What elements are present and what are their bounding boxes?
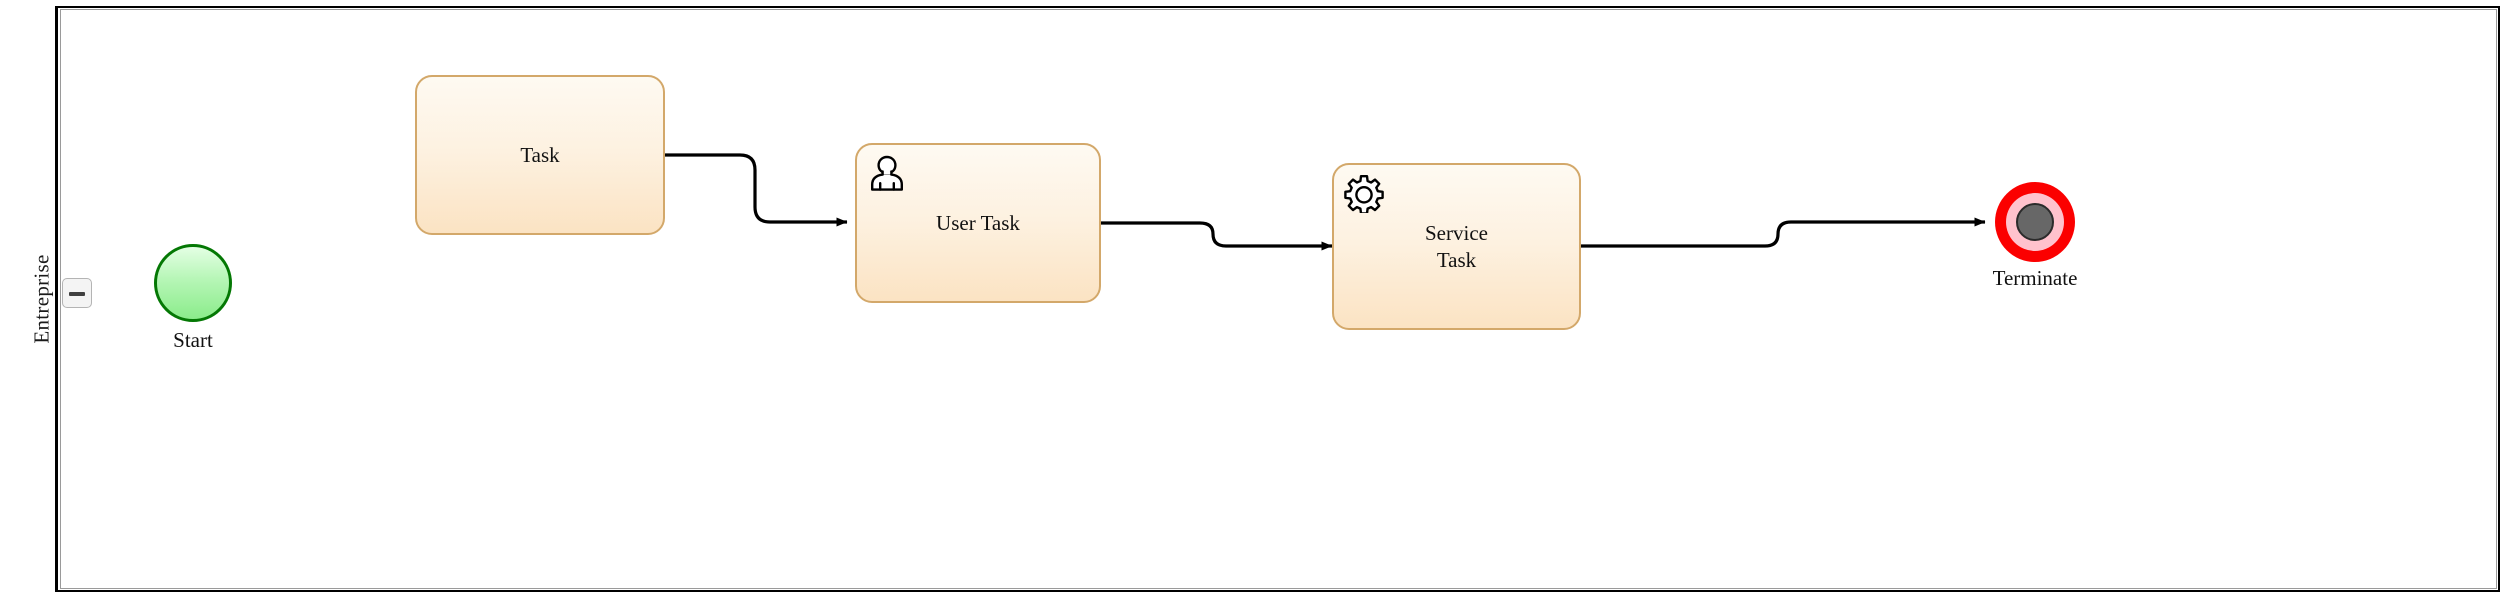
collapse-lane-button[interactable] <box>62 278 92 308</box>
terminate-end-event[interactable]: Terminate <box>1993 182 2077 290</box>
minus-icon <box>69 292 85 296</box>
lane-title: Entreprise <box>29 254 53 344</box>
start-event-label: Start <box>173 328 213 352</box>
user-task-label: User Task <box>936 210 1020 235</box>
user-task-node[interactable]: User Task <box>855 143 1101 303</box>
service-task-label-line-2: Task <box>1436 247 1477 272</box>
gear-icon <box>1344 175 1384 213</box>
start-event[interactable]: Start <box>154 244 232 352</box>
terminate-core-icon <box>2016 203 2054 241</box>
service-task-label-line-1: Service <box>1425 220 1488 245</box>
task-node[interactable]: Task <box>415 75 665 235</box>
terminate-event-label: Terminate <box>1992 266 2078 290</box>
start-event-circle-icon <box>154 244 232 322</box>
task-label: Task <box>520 142 560 167</box>
user-icon <box>871 155 903 191</box>
lane-header[interactable]: Entreprise <box>28 6 58 592</box>
